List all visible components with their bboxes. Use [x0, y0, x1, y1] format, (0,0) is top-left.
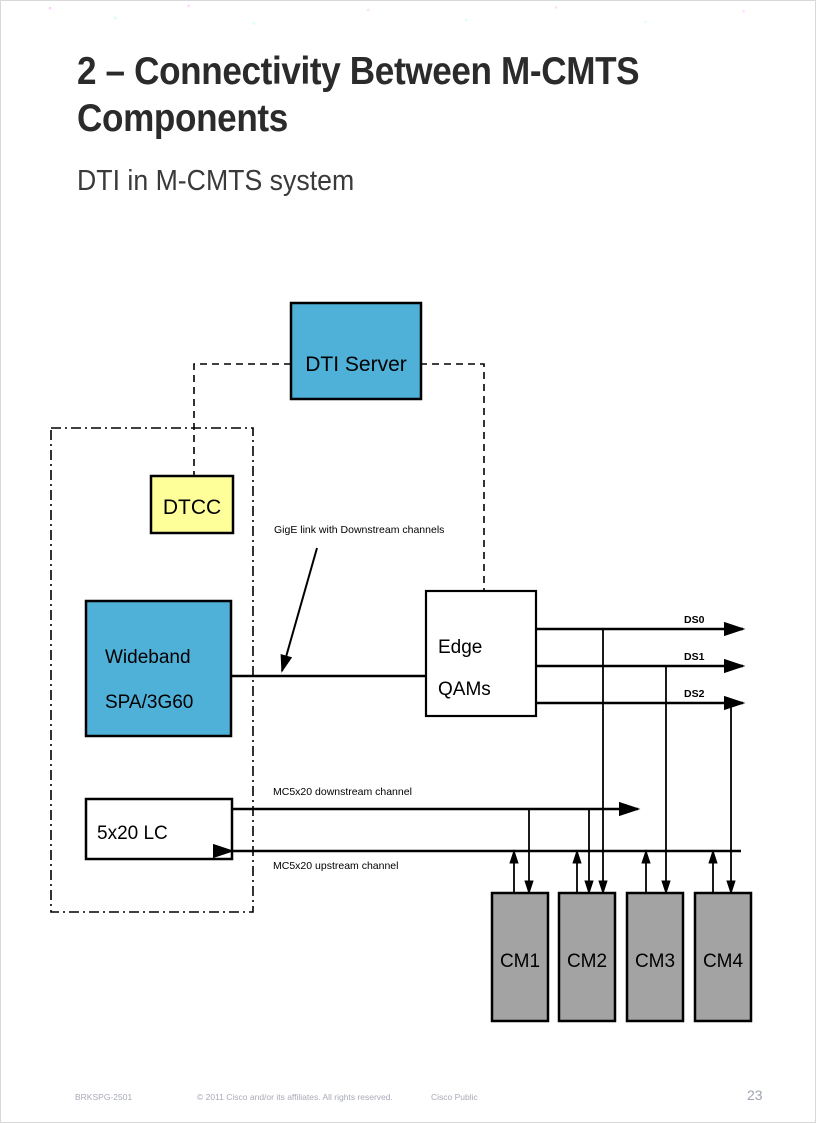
- node-cm3[interactable]: CM3: [625, 891, 685, 1023]
- dti-link-to-edgeqams: [420, 363, 485, 591]
- top-decorative-band: [1, 1, 815, 41]
- node-dtcc[interactable]: DTCC: [149, 474, 235, 535]
- dti-dashed-links: [193, 363, 485, 591]
- node-cm3-label: CM3: [635, 951, 675, 972]
- node-cm4-label: CM4: [703, 951, 744, 972]
- node-wideband-spa-label-line1: Wideband: [105, 647, 191, 668]
- footer-session-code: BRKSPG-2501: [75, 1092, 133, 1102]
- node-cm2[interactable]: CM2: [557, 891, 617, 1023]
- ds0-label: DS0: [684, 614, 705, 626]
- node-edge-qams-label-line1: Edge: [438, 637, 482, 658]
- mc5x20-upstream-label: MC5x20 upstream channel: [273, 860, 398, 872]
- node-wideband-spa-label-line2: SPA/3G60: [105, 692, 193, 713]
- node-cm1-label: CM1: [500, 951, 540, 972]
- ds1-label: DS1: [684, 651, 705, 663]
- footer-classification: Cisco Public: [431, 1092, 478, 1102]
- footer-copyright: © 2011 Cisco and/or its affiliates. All …: [197, 1092, 393, 1102]
- ds2-label: DS2: [684, 688, 705, 700]
- node-dtcc-label: DTCC: [163, 496, 221, 519]
- downstream-lines: DS0 DS1 DS2: [536, 614, 746, 711]
- mc5x20-downstream-label: MC5x20 downstream channel: [273, 786, 412, 798]
- node-wideband-spa[interactable]: Wideband SPA/3G60: [84, 599, 233, 738]
- cmts-chassis-boundary: [50, 427, 254, 913]
- node-edge-qams[interactable]: Edge QAMs: [424, 589, 538, 718]
- footer-page-number: 23: [747, 1087, 763, 1103]
- cable-modems: CM1 CM2 CM3 CM4: [490, 891, 753, 1023]
- mc5x20-upstream-risers: [509, 849, 718, 893]
- dti-link-to-dtcc: [193, 363, 291, 476]
- node-dti-server-label: DTI Server: [305, 353, 407, 376]
- gige-link-label: GigE link with Downstream channels: [274, 524, 444, 536]
- node-cm4[interactable]: CM4: [693, 891, 753, 1023]
- page-subtitle: DTI in M-CMTS system: [77, 165, 355, 197]
- gige-callout-arrow: [280, 547, 318, 673]
- node-edge-qams-label-line2: QAMs: [438, 679, 491, 700]
- slide-footer: BRKSPG-2501 © 2011 Cisco and/or its affi…: [1, 1062, 815, 1122]
- node-cm1[interactable]: CM1: [490, 891, 550, 1023]
- title-block: 2 – Connectivity Between M-CMTS Componen…: [77, 48, 717, 198]
- page-title: 2 – Connectivity Between M-CMTS Componen…: [77, 50, 640, 140]
- node-cm2-label: CM2: [567, 951, 607, 972]
- node-dti-server[interactable]: DTI Server: [289, 301, 423, 401]
- node-5x20-lc-label: 5x20 LC: [97, 823, 168, 844]
- mcmts-connectivity-diagram: DTI Server DTCC Wideband SPA/3G60 Edge Q…: [1, 271, 815, 1051]
- node-5x20-lc[interactable]: 5x20 LC: [84, 797, 234, 861]
- downstream-drops: [598, 629, 736, 895]
